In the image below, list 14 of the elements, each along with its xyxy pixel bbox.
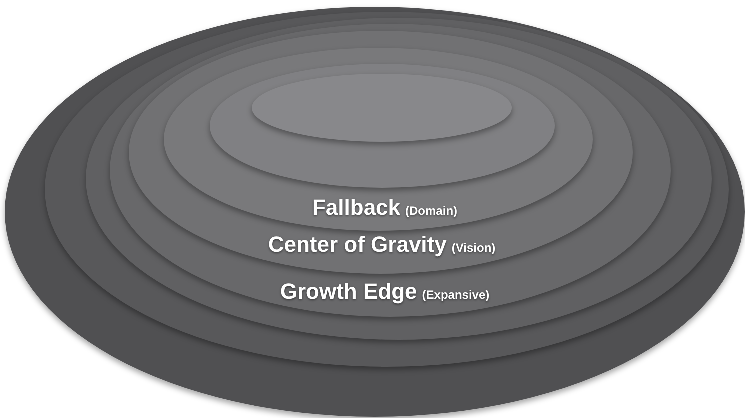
ellipse-layer xyxy=(129,31,633,274)
layer-qualifier: (Vision) xyxy=(452,241,496,255)
layer-qualifier: (Expansive) xyxy=(422,288,490,302)
ellipse-layer xyxy=(252,74,512,142)
ellipse-layer xyxy=(5,7,745,417)
layer-qualifier: (Domain) xyxy=(406,204,458,218)
layer-label: Fallback xyxy=(312,195,401,220)
ellipse-layer xyxy=(164,48,593,231)
layer-label: Growth Edge xyxy=(280,279,418,304)
ellipse-layer xyxy=(210,64,555,188)
ellipse-layer xyxy=(110,24,671,317)
layer-label: Center of Gravity xyxy=(268,232,447,257)
ellipse-layer xyxy=(45,12,729,367)
ellipse-layer xyxy=(86,18,712,340)
